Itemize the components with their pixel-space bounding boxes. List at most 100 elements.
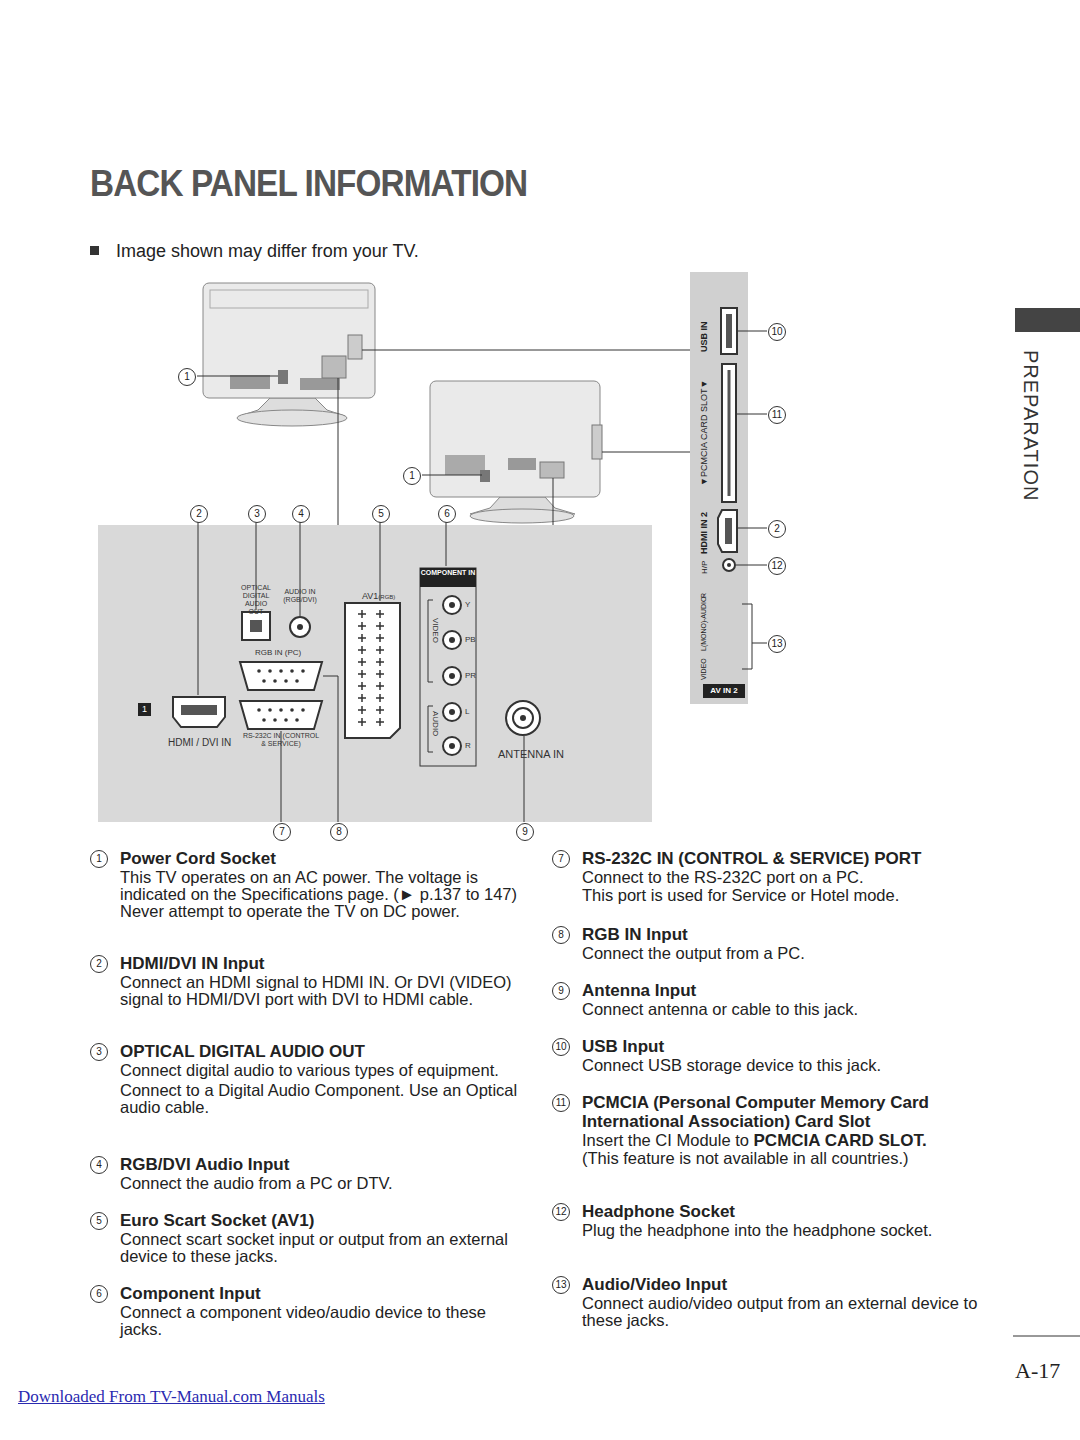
rca-jack <box>449 743 455 749</box>
drawing-detail <box>592 425 602 459</box>
drawing-detail <box>322 356 346 378</box>
scart-pin <box>361 646 363 654</box>
drawing-detail <box>420 568 476 766</box>
item-body: Connect the output from a PC. <box>582 945 982 962</box>
port-label: VIDEO <box>431 618 440 643</box>
scart-pin <box>361 706 363 714</box>
item-body: Connect the audio from a PC or DTV. <box>120 1175 520 1192</box>
item-heading: OPTICAL DIGITAL AUDIO OUT <box>120 1042 520 1061</box>
description-item: 4 RGB/DVI Audio InputConnect the audio fr… <box>92 1155 520 1192</box>
drawing-detail <box>422 475 482 476</box>
item-body: Insert the CI Module to PCMCIA CARD SLOT… <box>582 1132 982 1149</box>
drawing-detail <box>737 528 767 529</box>
item-body: (This feature is not available in all co… <box>582 1150 982 1167</box>
description-item: 10USB InputConnect USB storage device to… <box>554 1037 982 1074</box>
callout-number: 11 <box>552 1094 570 1112</box>
drawing-detail <box>737 331 767 332</box>
drawing-detail <box>90 246 99 255</box>
drawing-detail <box>722 364 736 502</box>
callout-number: 4 <box>90 1156 108 1174</box>
callout-number: 1 <box>178 368 196 386</box>
item-body: Connect an HDMI signal to HDMI IN. Or DV… <box>120 974 520 1008</box>
drawing-detail <box>727 563 731 567</box>
description-item: 8RGB IN InputConnect the output from a P… <box>554 925 982 962</box>
pin-hole <box>301 669 305 673</box>
drawing-detail <box>718 510 737 552</box>
port-label: COMPONENT IN <box>420 569 476 577</box>
scart-pin <box>361 634 363 642</box>
port-label: VIDEO <box>700 658 707 680</box>
callout-number: 10 <box>552 1038 570 1056</box>
scart-pin <box>361 682 363 690</box>
drawing-detail <box>725 518 732 544</box>
item-heading: RS-232C IN (CONTROL & SERVICE) PORT <box>582 849 982 868</box>
pin-name: L <box>465 707 469 716</box>
item-heading: Power Cord Socket <box>120 849 520 868</box>
drawing-detail <box>726 314 732 348</box>
callout-number: 13 <box>768 635 786 653</box>
callout-number: 3 <box>90 1043 108 1061</box>
port-label: AV1(RGB) <box>362 591 395 601</box>
item-heading: Audio/Video Input <box>582 1275 982 1294</box>
pin-hole <box>290 669 294 673</box>
drawing-detail <box>173 697 225 727</box>
drawing-detail <box>197 376 278 377</box>
pin-hole <box>257 669 261 673</box>
rca-jack <box>449 673 455 679</box>
port-label: USB IN <box>699 321 709 352</box>
drawing-detail <box>506 701 540 735</box>
drawing-detail <box>210 290 368 308</box>
drawing-detail <box>1013 1336 1080 1337</box>
callout-number: 6 <box>438 505 456 523</box>
callout-number: 5 <box>90 1212 108 1230</box>
callout-number: 9 <box>552 982 570 1000</box>
rca-jack <box>443 596 461 614</box>
rca-jack <box>449 709 455 715</box>
drawing-detail <box>98 525 652 822</box>
callout-number: 5 <box>372 505 390 523</box>
item-heading: RGB/DVI Audio Input <box>120 1155 520 1174</box>
port-label: R <box>700 593 707 598</box>
port-label: ▼PCMCIA CARD SLOT▼ <box>699 380 709 486</box>
drawing-detail <box>197 350 690 525</box>
callout-number: 13 <box>552 1276 570 1294</box>
drawing-detail <box>348 335 362 359</box>
item-body: This TV operates on an AC power. The vol… <box>120 869 520 920</box>
callout-number: 12 <box>552 1203 570 1221</box>
pin-hole <box>284 718 288 722</box>
drawing-detail <box>257 669 305 722</box>
drawing-detail <box>278 370 288 384</box>
drawing-detail <box>703 684 745 698</box>
item-heading: Antenna Input <box>582 981 982 1000</box>
item-body: Plug the headphone into the headphone so… <box>582 1222 982 1239</box>
scart-pin <box>379 634 381 642</box>
pin-name: PB <box>465 635 476 644</box>
callout-number: 7 <box>552 850 570 868</box>
item-heading: PCMCIA (Personal Computer Memory Card In… <box>582 1093 982 1131</box>
port-label: RS-232C IN (CONTROL & SERVICE) <box>240 732 322 748</box>
item-body: This port is used for Service or Hotel m… <box>582 887 982 904</box>
port-label: AV1 <box>362 591 378 601</box>
drawing-detail <box>358 610 384 726</box>
callout-number: 9 <box>516 823 534 841</box>
item-heading: RGB IN Input <box>582 925 982 944</box>
description-item: 9Antenna InputConnect antenna or cable t… <box>554 981 982 1018</box>
callout-number: 4 <box>292 505 310 523</box>
drawing-detail <box>728 370 731 496</box>
callout-number: 8 <box>330 823 348 841</box>
drawing-detail <box>508 458 536 470</box>
pin-hole <box>268 669 272 673</box>
scart-pin <box>379 706 381 714</box>
pin-hole <box>284 679 288 683</box>
drawing-detail <box>250 620 262 632</box>
callout-number: 12 <box>768 557 786 575</box>
drawing-detail <box>480 470 490 482</box>
scart-pin <box>361 622 363 630</box>
description-item: 11 PCMCIA (Personal Computer Memory Card … <box>554 1093 982 1167</box>
drawing-detail <box>242 612 270 640</box>
drawing-detail <box>203 283 375 398</box>
drawing-detail <box>138 703 151 716</box>
item-heading: Euro Scart Socket (AV1) <box>120 1211 520 1230</box>
scart-pin <box>379 670 381 678</box>
item-heading: Headphone Socket <box>582 1202 982 1221</box>
